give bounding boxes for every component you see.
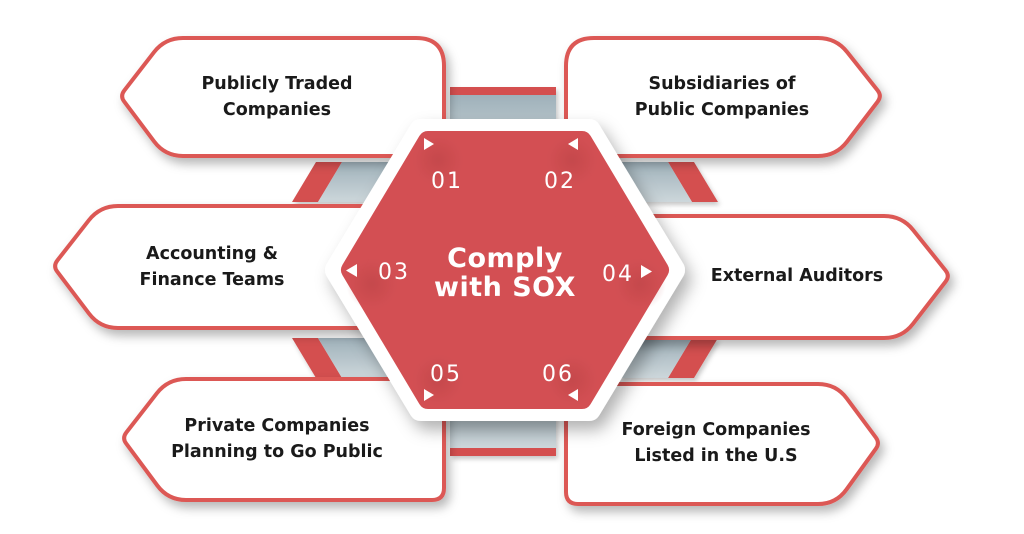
step-number-01: 01 <box>431 169 463 194</box>
bottom-band-red-strip <box>450 448 556 456</box>
glow-03 <box>346 258 398 310</box>
label-line: Planning to Go Public <box>171 442 383 462</box>
center-title-line2: with SOX <box>434 272 576 303</box>
step-number-03: 03 <box>378 260 410 285</box>
step-number-02: 02 <box>544 169 576 194</box>
step-number-04: 04 <box>602 262 634 287</box>
step-number-06: 06 <box>542 362 574 387</box>
arrow-right-icon-04 <box>641 265 652 278</box>
arrow-left-icon-02 <box>568 138 578 150</box>
fold-left-top-red <box>292 162 342 202</box>
arrow-left-icon-06 <box>568 389 578 401</box>
fold-right-bottom-red <box>668 338 718 378</box>
label-accounting: Accounting & Finance Teams <box>82 229 342 305</box>
top-band-red-strip <box>450 87 556 95</box>
arrow-right-icon-01 <box>424 138 434 150</box>
label-foreign-companies: Foreign Companies Listed in the U.S <box>586 405 846 481</box>
label-line: Companies <box>222 100 332 120</box>
fold-left-bottom-red <box>292 338 342 378</box>
label-line: Finance Teams <box>139 270 285 290</box>
label-line: Private Companies <box>184 416 370 436</box>
label-line: Listed in the U.S <box>634 446 798 466</box>
label-line: Subsidiaries of <box>648 74 796 94</box>
label-subsidiaries: Subsidiaries of Public Companies <box>592 59 852 135</box>
label-private-companies: Private Companies Planning to Go Public <box>147 401 407 477</box>
glow-04 <box>614 258 666 310</box>
label-line: External Auditors <box>710 266 884 286</box>
step-number-05: 05 <box>430 362 462 387</box>
label-line: Foreign Companies <box>621 420 811 440</box>
banner-publicly-traded <box>120 36 446 158</box>
hexagon-group: 01 02 03 04 05 06 Comply with SOX <box>325 119 685 421</box>
label-external-auditors: External Auditors <box>667 238 927 314</box>
fold-right-top-red <box>668 162 718 202</box>
label-line: Accounting & <box>146 244 278 264</box>
banner-subsidiaries <box>564 36 882 158</box>
arrow-left-icon-03 <box>346 264 357 277</box>
label-line: Public Companies <box>634 100 810 120</box>
glow-02 <box>546 134 598 186</box>
center-title-line1: Comply <box>447 243 563 274</box>
glow-06 <box>546 354 598 406</box>
arrow-right-icon-05 <box>424 389 434 401</box>
label-line: Publicly Traded <box>201 74 353 94</box>
label-publicly-traded: Publicly Traded Companies <box>147 59 407 135</box>
